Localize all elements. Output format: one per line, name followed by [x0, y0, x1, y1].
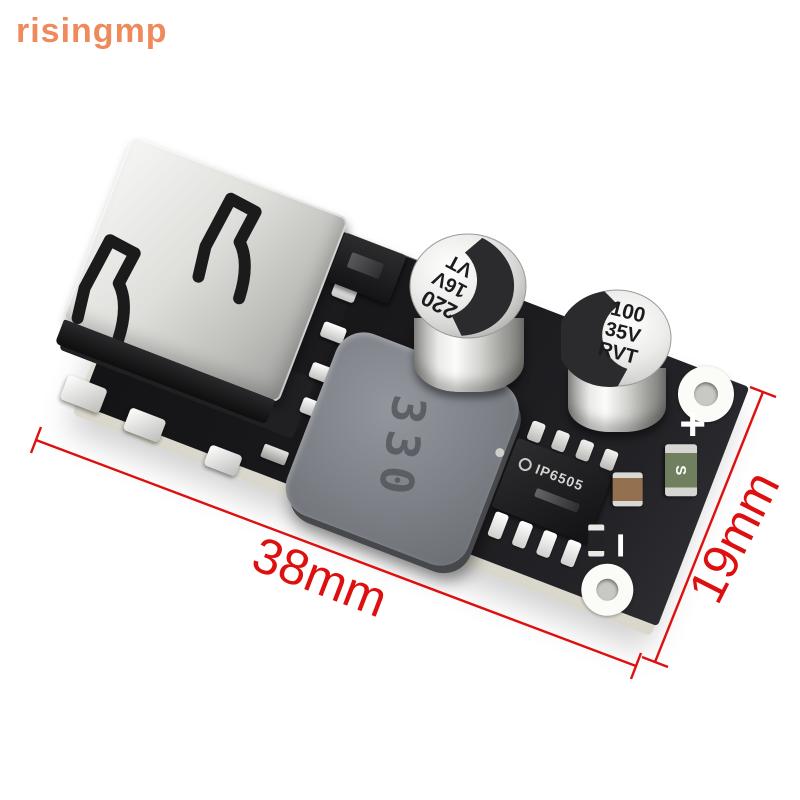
smd-component	[260, 443, 290, 466]
diode-marking: S	[672, 465, 690, 476]
smd-diode-s: S	[665, 444, 698, 497]
dimension-tick	[629, 652, 643, 680]
ic-pin	[598, 447, 620, 472]
dimension-tick	[29, 426, 43, 454]
capacitor-100uf: 100 35V RVT	[561, 288, 673, 440]
usb-spring-cutouts-icon	[71, 192, 262, 346]
ic-pin	[574, 438, 595, 463]
watermark-text: risingmp	[16, 12, 168, 50]
dimension-tick	[749, 385, 777, 399]
inductor-marking: 330	[367, 391, 438, 507]
ic-pin	[511, 520, 534, 550]
mounting-hole-negative	[573, 556, 641, 624]
usb-solder-tab	[122, 407, 167, 444]
ic-lot-code	[533, 487, 581, 513]
ic-pin	[535, 529, 558, 559]
dimension-tick	[641, 655, 669, 669]
usb-solder-tab	[59, 374, 108, 414]
capacitor-220uf: 220 16V VT	[406, 230, 530, 400]
usb-port	[61, 135, 350, 404]
ic-pin	[559, 538, 583, 568]
negative-terminal-mark: −	[596, 532, 646, 559]
ic-pin	[486, 510, 510, 541]
positive-terminal-mark: +	[679, 397, 707, 450]
smd-capacitor-brown	[612, 472, 643, 507]
ic-logo-icon	[517, 455, 534, 473]
ic-pin	[526, 419, 547, 444]
pcb-board: 330 IP6505 S + −	[59, 135, 750, 627]
